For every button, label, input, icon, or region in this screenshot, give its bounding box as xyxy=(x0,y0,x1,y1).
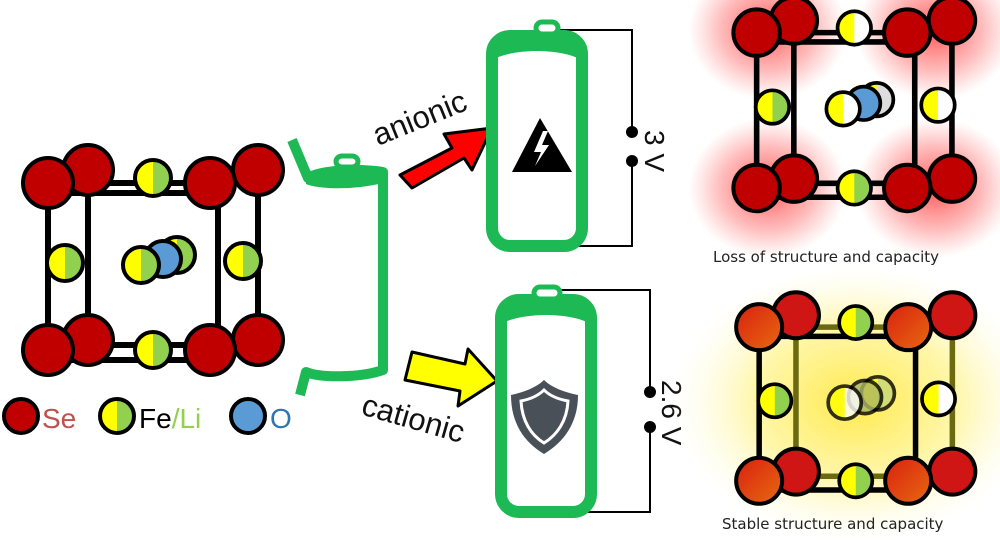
fe-li-atom xyxy=(837,462,875,500)
se-atom xyxy=(21,323,75,377)
anionic-voltage: 3 V xyxy=(639,130,670,172)
legend-label-o: O xyxy=(270,403,292,434)
se-atom xyxy=(21,156,75,210)
fe-li-atom xyxy=(837,304,875,341)
pristine-unit-cell xyxy=(21,143,285,377)
cationic-arrow xyxy=(403,347,499,408)
legend: Se Fe/Li O xyxy=(2,397,292,435)
fe-li-atom xyxy=(223,241,263,281)
fe-li-atom xyxy=(826,384,864,422)
se-atom xyxy=(731,162,782,214)
fe-li-atom xyxy=(824,90,862,128)
stable-unit-cell xyxy=(671,264,1000,540)
cationic-outcome-caption: Stable structure and capacity xyxy=(722,515,944,533)
fe-li-atom xyxy=(920,380,957,418)
fe-li-atom xyxy=(45,243,85,283)
fe-li-atom xyxy=(133,158,173,198)
terminal-negative xyxy=(626,155,638,167)
se-atom xyxy=(882,162,933,214)
fe-li-atom xyxy=(835,169,873,207)
se-atom xyxy=(734,302,785,353)
cationic-label: cationic xyxy=(358,387,469,450)
anionic-outcome-caption: Loss of structure and capacity xyxy=(713,248,940,266)
fe-li-atom xyxy=(835,9,873,47)
source-battery xyxy=(287,138,388,397)
o-atom-icon xyxy=(229,397,267,435)
fe-li-atom xyxy=(133,330,173,370)
fe-li-atom xyxy=(756,382,794,420)
anionic-battery: 3 V xyxy=(486,19,670,252)
se-atom xyxy=(883,302,934,353)
shield-icon xyxy=(511,380,578,454)
legend-item-o: O xyxy=(229,397,292,435)
se-atom xyxy=(882,7,933,58)
legend-label-li: Li xyxy=(179,403,201,434)
se-atom xyxy=(183,156,237,210)
svg-text:Fe/Li: Fe/Li xyxy=(139,403,201,434)
degraded-unit-cell xyxy=(688,0,1000,258)
warning-lightning-icon xyxy=(512,118,572,172)
se-atom xyxy=(183,323,237,377)
se-atom xyxy=(927,446,978,497)
terminal-negative xyxy=(644,421,656,433)
legend-label-sep: / xyxy=(172,403,180,434)
se-atom xyxy=(883,455,934,506)
legend-item-fe-li: Fe/Li xyxy=(98,397,201,435)
fe-li-atom xyxy=(121,245,161,285)
se-atom xyxy=(231,143,285,197)
fe-li-atom xyxy=(919,86,957,124)
anionic-arrow xyxy=(398,126,494,190)
fe-li-atom-icon xyxy=(98,397,136,435)
se-atom xyxy=(926,0,978,46)
se-atom xyxy=(926,153,978,204)
terminal-positive xyxy=(626,126,638,138)
legend-label-fe: Fe xyxy=(139,403,172,434)
se-atom xyxy=(734,455,785,506)
se-atom-icon xyxy=(2,397,40,435)
se-atom xyxy=(231,313,285,367)
fe-li-atom xyxy=(753,88,792,126)
legend-item-se: Se xyxy=(2,397,76,435)
cationic-battery: 2.6 V xyxy=(495,284,687,518)
se-atom xyxy=(731,7,782,58)
legend-label-se: Se xyxy=(42,403,76,434)
se-atom xyxy=(927,290,978,341)
terminal-positive xyxy=(644,386,656,398)
